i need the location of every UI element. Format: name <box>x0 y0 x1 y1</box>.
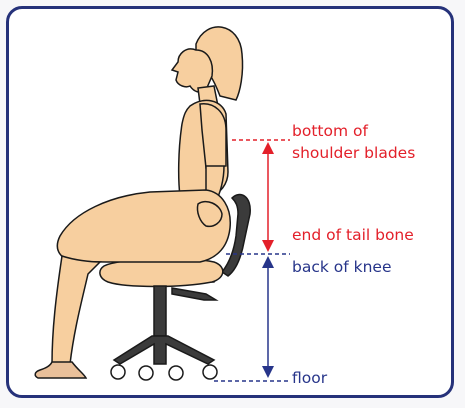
shoe <box>35 362 86 378</box>
chair-caster <box>203 365 217 379</box>
red-arrowhead-up <box>262 142 274 154</box>
seated-woman <box>35 27 242 378</box>
blue-arrowhead-up <box>262 256 274 268</box>
chair-lever <box>172 288 216 300</box>
label-shoulder-blades: shoulder blades <box>292 142 415 164</box>
label-end-of-tail-bone: end of tail bone <box>292 224 414 246</box>
chair-column <box>154 286 166 336</box>
chair-caster <box>139 366 153 380</box>
label-bottom-of: bottom of <box>292 120 368 142</box>
red-arrowhead-down <box>262 240 274 252</box>
chair-base <box>114 336 214 364</box>
lower-leg <box>52 256 100 364</box>
label-back-of-knee: back of knee <box>292 256 392 278</box>
chair-caster <box>111 365 125 379</box>
head <box>172 49 212 92</box>
label-floor: floor <box>292 367 327 389</box>
chair-caster <box>169 366 183 380</box>
blue-arrowhead-down <box>262 366 274 378</box>
